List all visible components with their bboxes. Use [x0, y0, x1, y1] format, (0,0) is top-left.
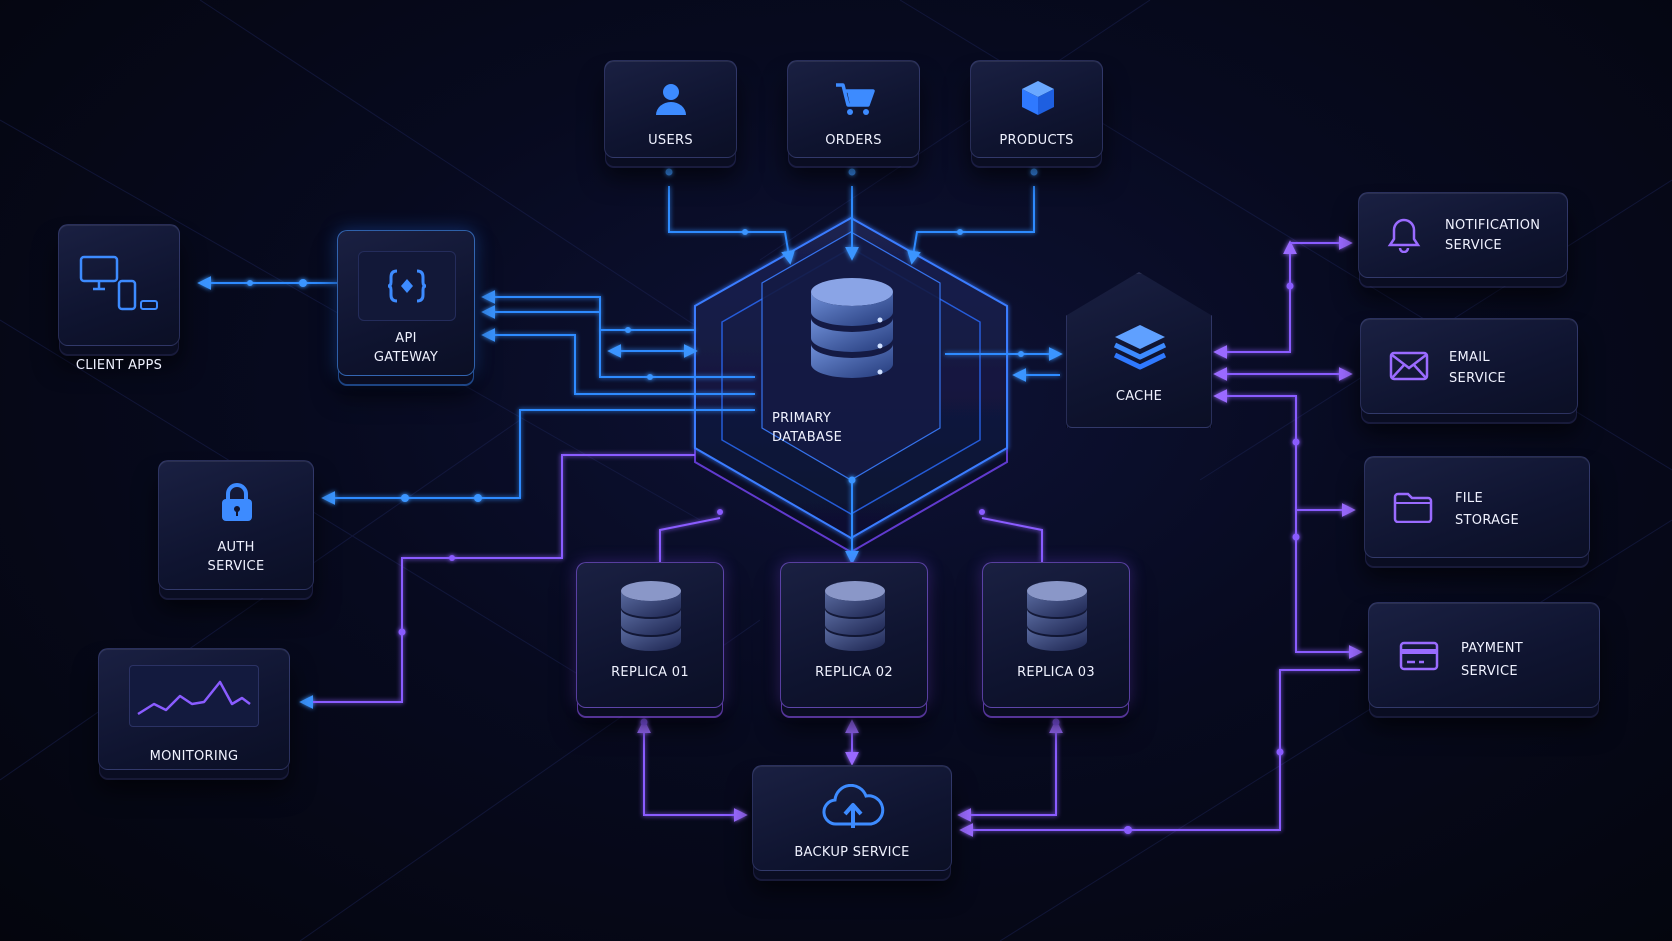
payment-service-node[interactable]: PAYMENT SERVICE	[1368, 602, 1600, 708]
folder-icon	[1393, 492, 1433, 523]
link-cache-file	[1213, 389, 1356, 517]
api-gateway-node[interactable]: API GATEWAY	[337, 230, 475, 376]
link-db-gateway-1	[481, 290, 695, 331]
database-icon	[811, 278, 893, 378]
lock-icon	[222, 483, 252, 521]
payment-service-label-line1: PAYMENT	[1461, 641, 1524, 656]
replica-03-label: REPLICA 03	[1017, 665, 1095, 680]
backup-service-label: BACKUP SERVICE	[794, 845, 910, 860]
notification-service-node[interactable]: NOTIFICATION SERVICE	[1358, 192, 1568, 278]
payment-service-label-line2: SERVICE	[1461, 664, 1518, 679]
layers-icon	[1113, 325, 1167, 370]
replica-02-node[interactable]: REPLICA 02	[780, 562, 928, 708]
notification-service-label-line2: SERVICE	[1445, 238, 1502, 253]
client-apps-label: CLIENT APPS	[75, 358, 163, 373]
api-gateway-label-line2: GATEWAY	[373, 350, 439, 365]
link-products-db	[906, 186, 1035, 265]
email-service-label-line1: EMAIL	[1449, 350, 1490, 365]
database-icon	[1027, 581, 1087, 651]
link-db-gateway-2	[481, 305, 755, 378]
email-service-node[interactable]: EMAIL SERVICE	[1360, 318, 1578, 414]
auth-service-label-line1: AUTH	[217, 540, 255, 555]
auth-service-label-line2: SERVICE	[207, 559, 265, 574]
primary-database-label-line1: PRIMARY	[772, 411, 832, 426]
link-db-auth	[321, 409, 755, 505]
file-storage-label-line1: FILE	[1455, 491, 1483, 506]
auth-service-node[interactable]: AUTH SERVICE	[158, 460, 314, 590]
replica-01-node[interactable]: REPLICA 01	[576, 562, 724, 708]
link-cache-payment	[1295, 420, 1363, 659]
api-gateway-icon-panel	[358, 251, 456, 321]
cart-icon	[836, 83, 875, 115]
orders-node[interactable]: ORDERS	[787, 60, 920, 158]
backup-service-node[interactable]: BACKUP SERVICE	[752, 765, 952, 871]
credit-card-icon	[1399, 641, 1439, 671]
database-icon	[825, 581, 885, 651]
primary-database-label-line2: DATABASE	[772, 430, 843, 445]
database-icon	[621, 581, 681, 651]
devices-icon	[79, 255, 158, 311]
email-service-label-line2: SERVICE	[1449, 371, 1506, 386]
replica-02-label: REPLICA 02	[815, 665, 893, 680]
orders-label: ORDERS	[825, 133, 882, 148]
code-braces-icon	[387, 269, 427, 303]
notification-service-label-line1: NOTIFICATION	[1445, 218, 1541, 233]
replica-01-label: REPLICA 01	[611, 665, 689, 680]
envelope-icon	[1389, 351, 1429, 381]
link-replica01-backup	[637, 719, 748, 822]
file-storage-node[interactable]: FILE STORAGE	[1364, 456, 1590, 558]
users-label: USERS	[648, 133, 693, 148]
link-db-replica01	[659, 517, 721, 562]
cloud-upload-icon	[822, 784, 885, 828]
chart-line-icon	[137, 680, 251, 716]
link-db-replica03	[981, 517, 1043, 562]
products-label: PRODUCTS	[999, 133, 1074, 148]
user-icon	[656, 84, 686, 115]
bell-icon	[1387, 218, 1421, 253]
monitoring-chart-panel	[129, 665, 259, 727]
file-storage-label-line2: STORAGE	[1455, 513, 1519, 528]
products-node[interactable]: PRODUCTS	[970, 60, 1103, 158]
api-gateway-label-line1: API	[395, 331, 417, 346]
link-db-monitoring	[299, 454, 695, 709]
cache-label: CACHE	[1115, 389, 1163, 404]
link-replica03-backup	[957, 719, 1063, 822]
primary-database-node[interactable]: PRIMARY DATABASE	[772, 409, 932, 447]
monitoring-label: MONITORING	[149, 749, 239, 764]
users-node[interactable]: USERS	[604, 60, 737, 158]
replica-03-node[interactable]: REPLICA 03	[982, 562, 1130, 708]
link-users-db	[668, 186, 796, 265]
client-apps-node[interactable]: CLIENT APPS	[58, 224, 180, 373]
monitoring-node[interactable]: MONITORING	[98, 648, 290, 770]
link-db-gateway-3	[481, 328, 755, 395]
link-cache-notification	[1213, 240, 1297, 359]
cube-icon	[1022, 81, 1054, 115]
blue-links	[197, 186, 1063, 565]
